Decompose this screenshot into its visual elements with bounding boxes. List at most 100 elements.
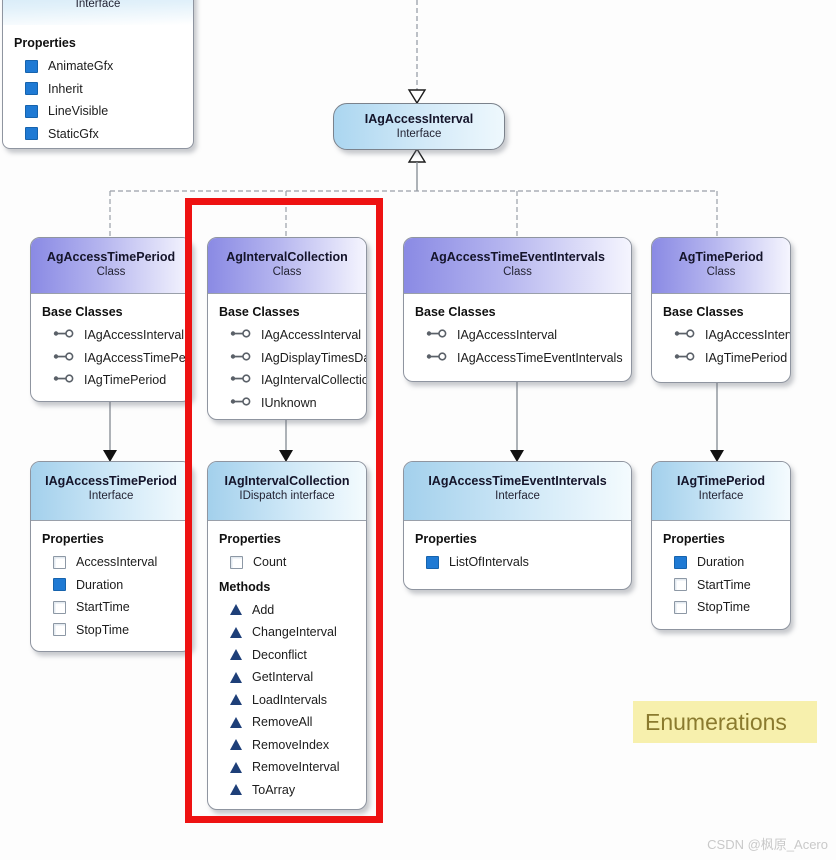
property-label: StopTime <box>76 622 130 637</box>
method-item: ToArray <box>218 779 360 802</box>
method-label: RemoveIndex <box>252 737 330 752</box>
property-item: LineVisible <box>13 100 187 123</box>
section-label: Properties <box>415 532 477 546</box>
class-kind: Class <box>503 266 532 278</box>
interface-name: IAgTimePeriod <box>677 474 765 488</box>
root-interface-box: IAgAccessInterval Interface <box>333 103 505 150</box>
class-box-agtimeperiod: AgTimePeriod Class Base Classes IAgAcces… <box>651 237 791 383</box>
property-label: Duration <box>697 555 745 570</box>
class-box-header: AgIntervalCollection Class <box>208 238 366 294</box>
method-item: GetInterval <box>218 666 360 689</box>
property-icon <box>674 578 687 592</box>
method-label: ChangeInterval <box>252 625 337 640</box>
class-box-header: AgTimePeriod Class <box>652 238 790 294</box>
interface-box-iagaccesstimeeventintervals: IAgAccessTimeEventIntervals Interface Pr… <box>403 461 632 590</box>
property-icon <box>230 555 243 569</box>
class-box-header: AgAccessTimePeriod Class <box>31 238 191 294</box>
class-kind: Class <box>272 266 302 278</box>
property-item: Duration <box>662 551 784 574</box>
method-icon <box>230 649 242 661</box>
method-icon <box>230 694 242 706</box>
interface-box-iagtimeperiod: IAgTimePeriod Interface Properties Durat… <box>651 461 791 630</box>
method-icon <box>230 626 242 638</box>
method-item: RemoveIndex <box>218 734 360 757</box>
property-label: Count <box>253 555 287 570</box>
base-class-item: IAgIntervalCollection <box>218 369 366 392</box>
base-class-label: IUnknown <box>261 395 317 410</box>
interface-lollipop-icon <box>230 349 251 367</box>
base-class-label: IAgAccessTimeEventIntervals <box>457 350 623 365</box>
property-item: StopTime <box>41 619 185 642</box>
property-label: StartTime <box>76 600 130 615</box>
property-item: AnimateGfx <box>13 55 187 78</box>
interface-name: IAgAccessTimePeriod <box>45 474 177 488</box>
section-label: Base Classes <box>219 305 300 319</box>
section-label: Properties <box>219 532 281 546</box>
interface-box-iagintervalcollection: IAgIntervalCollection IDispatch interfac… <box>207 461 367 810</box>
watermark: CSDN @枫原_Acero <box>707 837 828 852</box>
property-icon <box>53 555 66 569</box>
property-icon <box>53 623 66 637</box>
section-label: Properties <box>663 532 725 546</box>
class-kind: Class <box>706 266 736 278</box>
property-label: AnimateGfx <box>48 59 114 74</box>
property-filled-icon <box>25 82 38 96</box>
root-interface-name: IAgAccessInterval <box>364 111 474 126</box>
partial-interface-box: Interface Properties AnimateGfx Inherit … <box>2 0 194 149</box>
root-interface-kind: Interface <box>396 127 442 140</box>
interface-lollipop-icon <box>53 349 74 367</box>
partial-box-header: Interface <box>3 0 193 25</box>
method-item: LoadIntervals <box>218 689 360 712</box>
method-icon <box>230 761 242 773</box>
property-label: StopTime <box>697 600 751 615</box>
method-icon <box>230 739 242 751</box>
base-class-label: IAgAccessInterval <box>261 328 362 343</box>
interface-lollipop-icon <box>53 371 74 389</box>
method-label: Deconflict <box>252 647 307 662</box>
interface-kind: Interface <box>495 490 540 502</box>
base-class-label: IAgAccessInterval <box>457 328 558 343</box>
base-class-item: IAgTimePeriod <box>662 347 787 370</box>
method-item: ChangeInterval <box>218 621 360 644</box>
method-label: LoadIntervals <box>252 692 328 707</box>
property-icon <box>674 600 687 614</box>
section-label: Base Classes <box>415 305 496 319</box>
method-label: RemoveAll <box>252 715 313 730</box>
property-label: Duration <box>76 577 124 592</box>
property-filled-icon <box>25 104 38 118</box>
base-class-item: IUnknown <box>218 392 360 415</box>
property-item: StopTime <box>662 596 784 619</box>
method-item: Deconflict <box>218 644 360 667</box>
base-class-label: IAgAccessTimePeriod <box>84 350 191 365</box>
section-label: Properties <box>14 36 76 50</box>
method-item: RemoveAll <box>218 711 360 734</box>
class-box-agaccesstimeperiod: AgAccessTimePeriod Class Base Classes IA… <box>30 237 192 402</box>
interface-kind: IDispatch interface <box>239 490 335 502</box>
property-item: StaticGfx <box>13 123 187 146</box>
base-class-item: IAgAccessTimePeriod <box>41 347 191 370</box>
property-item: StartTime <box>662 574 784 597</box>
method-label: Add <box>252 602 275 617</box>
base-class-item: IAgAccessInterval <box>41 324 185 347</box>
base-class-label: IAgDisplayTimesData <box>261 350 366 365</box>
property-item: ListOfIntervals <box>414 551 625 574</box>
property-label: AccessInterval <box>76 555 158 570</box>
class-name: AgTimePeriod <box>678 250 764 264</box>
partial-box-kind: Interface <box>75 0 121 10</box>
base-class-item: IAgAccessTimeEventIntervals <box>414 347 625 370</box>
interface-lollipop-icon <box>426 349 447 367</box>
class-box-header: AgAccessTimeEventIntervals Class <box>404 238 631 294</box>
base-class-item: IAgAccessInterval <box>414 324 625 347</box>
interface-lollipop-icon <box>674 349 695 367</box>
interface-lollipop-icon <box>230 326 251 344</box>
property-label: StaticGfx <box>48 126 99 141</box>
class-name: AgIntervalCollection <box>226 250 348 264</box>
method-icon <box>230 604 242 616</box>
interface-lollipop-icon <box>230 371 251 389</box>
class-kind: Class <box>96 266 126 278</box>
interface-lollipop-icon <box>230 394 251 412</box>
class-name: AgAccessTimePeriod <box>46 250 176 264</box>
property-label: LineVisible <box>48 104 109 119</box>
